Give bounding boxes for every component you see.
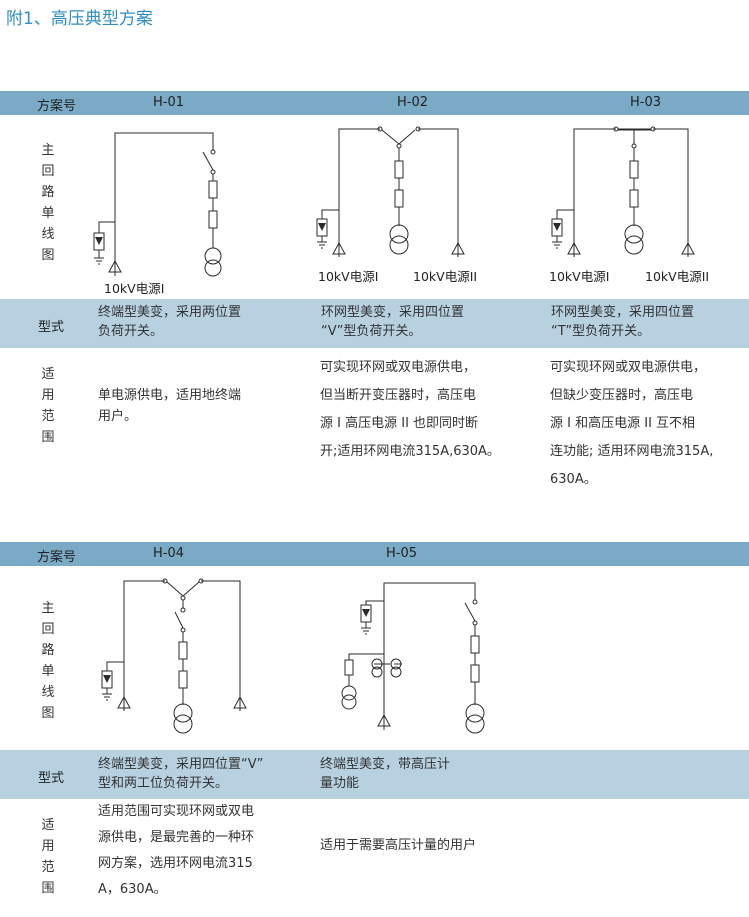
table2-scheme-id: H-05 (386, 546, 418, 561)
table1-scheme-id: H-03 (630, 95, 662, 110)
table2-type-band (0, 750, 749, 799)
table2-header-band (0, 542, 749, 566)
h04-type-text: 终端型美变，采用四位置“V” 型和两工位负荷开关。 (98, 757, 264, 791)
h02-single-line-diagram (316, 126, 465, 257)
h03-scope-text: 可实现环网或双电源供电， 但缺少变压器时，高压电 源 I 和高压电源 II 互不… (550, 360, 714, 487)
table1-type-band (0, 299, 749, 348)
h03-source-label: 10kV电源I (549, 269, 610, 284)
h03-type-text: 环网型美变，采用四位置 “T”型负荷开关。 (551, 305, 695, 339)
h03-source-label: 10kV电源II (645, 269, 710, 284)
h02-scope-text: 可实现环网或双电源供电， 但当断开变压器时，高压电 源 I 高压电源 II 也即… (320, 360, 500, 459)
table2-main-circuit-label: 主回路单线图 (41, 601, 55, 721)
h01-single-line-diagram (93, 132, 222, 277)
h04-scope-text: 适用范围可实现环网或双电 源供电，是最完善的一种环 网方案，选用环网电流315 … (98, 804, 255, 897)
h05-single-line-diagram (341, 582, 485, 734)
h02-type-text: 环网型美变，采用四位置 “V”型负荷开关。 (321, 305, 465, 339)
table2-scheme-id: H-04 (153, 546, 185, 561)
h05-scope-text: 适用于需要高压计量的用户 (320, 838, 477, 853)
h02-source-label: 10kV电源I (318, 269, 379, 284)
h01-scope-text: 单电源供电，适用地终端 用户。 (98, 388, 242, 424)
table1-scheme-id: H-02 (397, 95, 429, 110)
table1-scheme-no-label: 方案号 (37, 99, 77, 114)
table1-main-circuit-label: 主回路单线图 (41, 143, 55, 263)
table2-type-label: 型式 (38, 771, 65, 786)
h03-single-line-diagram (551, 126, 695, 257)
h01-type-text: 终端型美变，采用两位置 负荷开关。 (98, 305, 242, 339)
page-title: 附1、高压典型方案 (6, 9, 153, 29)
table1-scope-label: 适用范围 (41, 367, 55, 445)
table2-scheme-no-label: 方案号 (37, 550, 77, 565)
h04-single-line-diagram (101, 578, 247, 734)
h02-source-label: 10kV电源II (413, 269, 478, 284)
h01-source-label: 10kV电源I (104, 281, 165, 296)
h05-type-text: 终端型美变，带高压计 量功能 (320, 757, 451, 791)
table1-header-band (0, 91, 749, 115)
table1-scheme-id: H-01 (153, 95, 185, 110)
table2-scope-label: 适用范围 (41, 818, 55, 896)
table1-type-label: 型式 (38, 320, 65, 335)
